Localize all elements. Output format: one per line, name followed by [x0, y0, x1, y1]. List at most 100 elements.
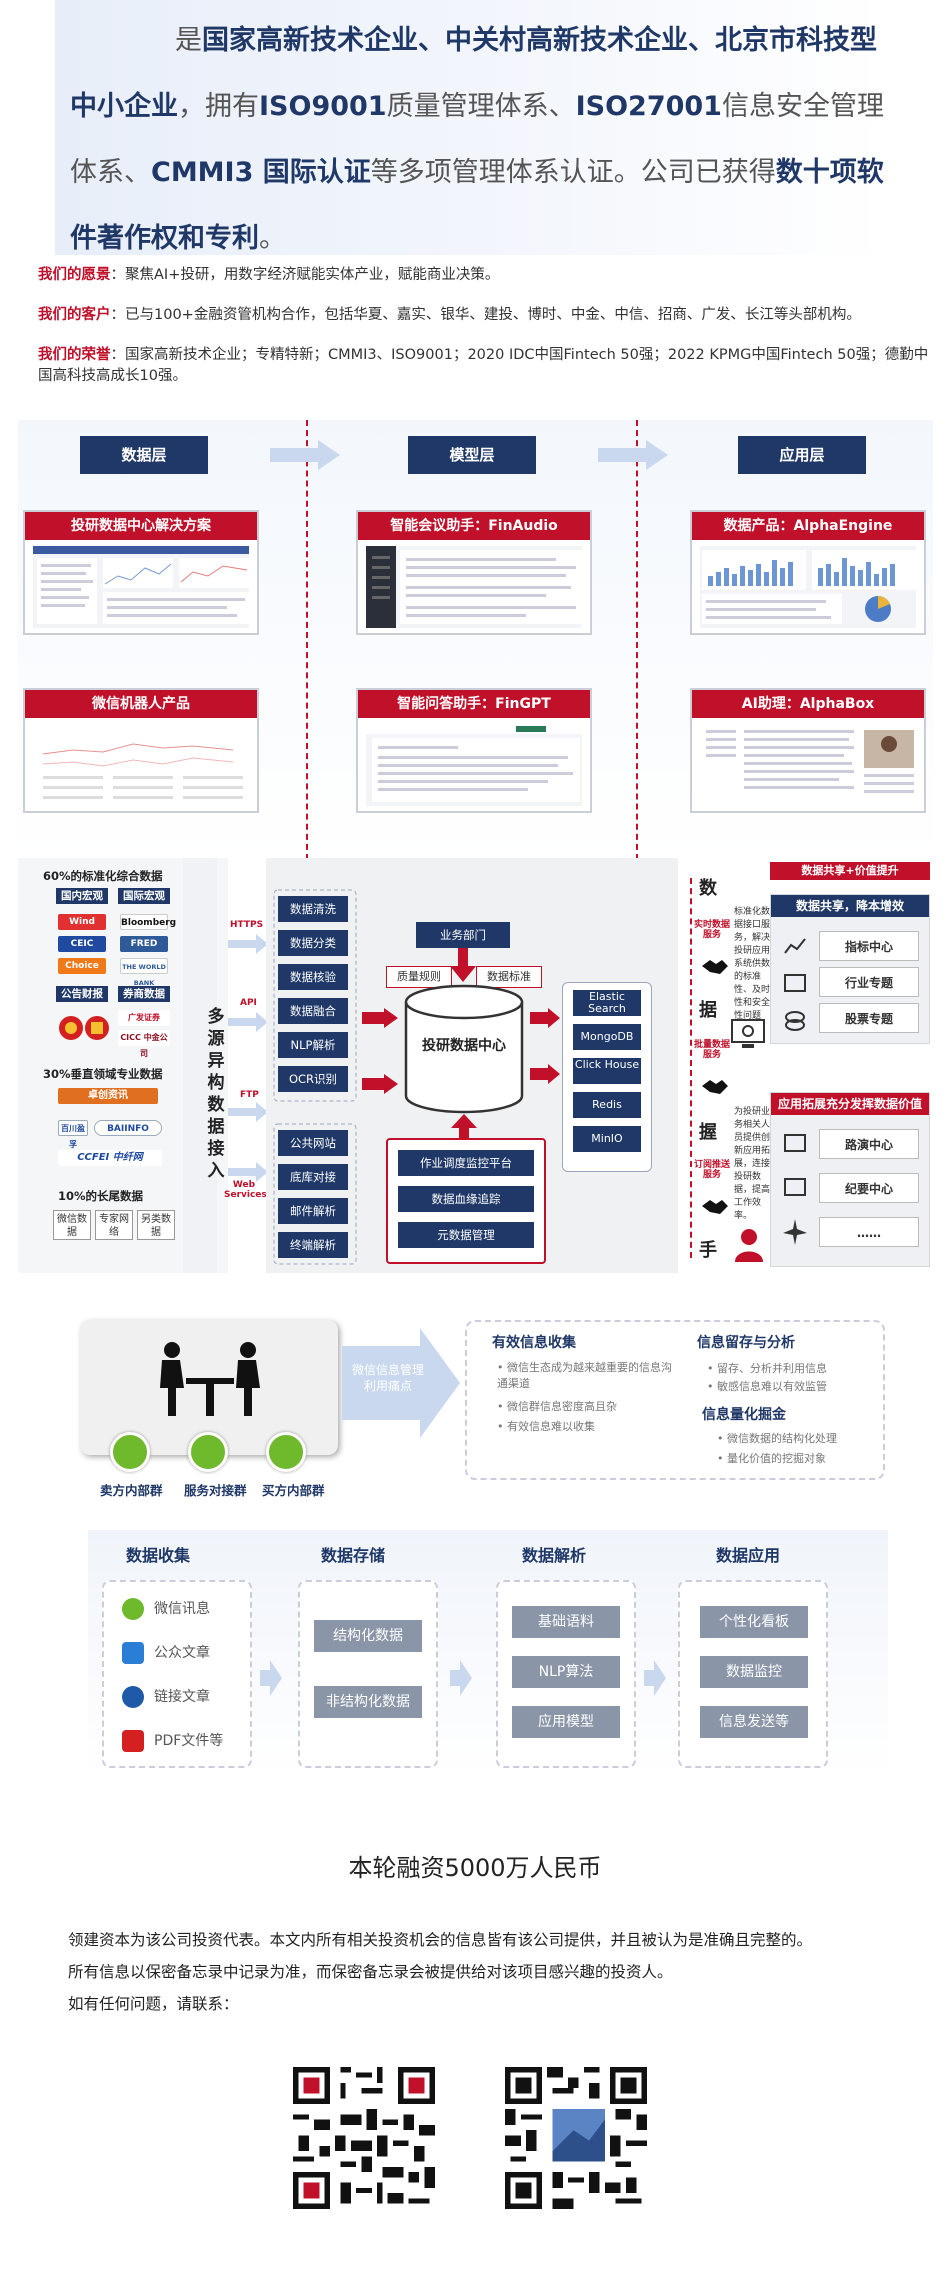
pain-text: 微信数据的结构化处理	[727, 1432, 837, 1445]
intro-text: ，拥有	[178, 91, 259, 122]
proc-classification: 数据分类	[278, 930, 348, 956]
product-layers: 数据层 模型层 应用层 投研数据中心解决方案 智能会议助手：FinAudio 数…	[18, 420, 933, 860]
divider	[636, 420, 638, 860]
card-title: 投研数据中心解决方案	[25, 512, 257, 540]
pain-item: • 微信群信息密度高且杂	[497, 1400, 617, 1413]
handshake-char: 据	[699, 1000, 717, 1021]
cicc-logo: CICC 中金公司	[118, 1030, 170, 1058]
flow-head-store: 数据存储	[320, 1546, 385, 1565]
db-mongodb: MongoDB	[573, 1024, 641, 1050]
wechat-pain-points: 卖方内部群 服务对接群 买方内部群 微信信息管理利用痛点 有效信息收集 • 微信…	[80, 1320, 885, 1498]
intro-highlight: ISO27001	[575, 91, 722, 122]
arrow-up-icon	[451, 1114, 477, 1138]
card-title: 微信机器人产品	[25, 690, 257, 718]
wechat-icon	[122, 1598, 144, 1620]
buyer-group-label: 买方内部群	[262, 1483, 325, 1498]
protocol-https: HTTPS	[230, 920, 264, 930]
standard-data-title: 60%的标准化综合数据	[43, 869, 163, 883]
custom-dashboard: 个性化看板	[700, 1606, 808, 1638]
contact-line: 如有任何问题，请联系：	[68, 1995, 239, 2013]
data-standards: 数据标准	[476, 966, 542, 988]
pain-item: • 微信生态成为越来越重要的信息沟通渠道	[497, 1361, 672, 1390]
database-cylinder-icon	[404, 984, 524, 1114]
application-box-title: 应用拓展充分发挥数据价值	[771, 1093, 929, 1115]
vertical-data-title: 30%垂直领域专业数据	[43, 1067, 163, 1081]
proc-fusion: 数据融合	[278, 998, 348, 1024]
world-bank-logo: THE WORLD BANK	[120, 958, 168, 987]
proc-db-connect: 底库对接	[278, 1164, 348, 1190]
sharing-box-title: 数据共享，降本增效	[771, 895, 929, 917]
processing-panel: 数据清洗 数据分类 数据核验 数据融合 NLP解析 OCR识别 公共网站 底库对…	[266, 858, 678, 1273]
data-architecture: 60%的标准化综合数据 国内宏观 国际宏观 Wind CEIC Choice B…	[18, 858, 933, 1273]
structured-data: 结构化数据	[314, 1620, 422, 1652]
meeting-assistant-screenshot	[366, 546, 582, 628]
nlp-algorithms: NLP算法	[512, 1656, 620, 1688]
protocol-api: API	[240, 998, 257, 1008]
data-monitoring: 数据监控	[700, 1656, 808, 1688]
disclaimer-line: 所有信息以保密备忘录中记录为准，而保密备忘录会被提供给对该项目感兴趣的投资人。	[68, 1963, 673, 1981]
intro-highlight: 国家高新技术企业、中关村高新技术企业、北京市科技型中小企业	[70, 25, 877, 122]
source-label: 微信讯息	[154, 1601, 210, 1617]
source-link: 链接文章	[122, 1682, 210, 1712]
bloomberg-logo: Bloomberg	[120, 914, 176, 930]
pain-heading: 信息量化掘金	[702, 1407, 786, 1423]
db-elasticsearch: Elastic Search	[573, 990, 641, 1016]
value-banner: 数据共享+价值提升	[770, 862, 930, 880]
minutes-center: 纪要中心	[819, 1173, 919, 1203]
sharing-description: 标准化数据接口服务，解决投研应用系统供数的标准性、及时性和安全性问题	[734, 907, 771, 1021]
handshake-icon	[702, 1080, 728, 1094]
multi-source-label: 多源异构数据接入	[207, 1007, 225, 1181]
card-title: 智能问答助手：FinGPT	[358, 690, 590, 718]
industry-topics: 行业专题	[819, 967, 919, 997]
pain-text: 量化价值的挖掘对象	[727, 1452, 826, 1465]
store-box: 结构化数据 非结构化数据	[298, 1580, 438, 1768]
source-label: PDF文件等	[154, 1733, 224, 1749]
protocol-ftp: FTP	[240, 1090, 259, 1100]
handshake-char: 数	[699, 878, 717, 899]
category-domestic-macro: 国内宏观	[56, 888, 108, 904]
source-pdf: PDF文件等	[122, 1726, 223, 1756]
ops-scheduling: 作业调度监控平台	[398, 1150, 534, 1176]
arrow-right-icon	[530, 1008, 560, 1084]
pain-text: 微信生态成为越来越重要的信息沟通渠道	[497, 1361, 672, 1390]
application-box: 应用拓展充分发挥数据价值 路演中心 纪要中心 ……	[770, 1092, 930, 1267]
arrow-down-icon	[450, 948, 476, 982]
baiinfo-logo: BAIINFO	[94, 1120, 162, 1136]
info-key: 我们的客户	[38, 307, 111, 323]
intro-highlight: CMMI3 国际认证	[151, 157, 371, 188]
meeting-illustration	[80, 1320, 338, 1472]
proc-public-sites: 公共网站	[278, 1130, 348, 1156]
qr-code-right[interactable]	[500, 2062, 652, 2214]
ceic-logo: CEIC	[58, 936, 106, 952]
arrow-right-icon	[362, 1008, 398, 1094]
card-finaudio: 智能会议助手：FinAudio	[356, 510, 592, 635]
ops-lineage: 数据血缘追踪	[398, 1186, 534, 1212]
meeting-icon	[160, 1342, 260, 1416]
intro-paragraph: 是国家高新技术企业、中关村高新技术企业、北京市科技型中小企业，拥有ISO9001…	[70, 8, 890, 272]
batch-service-label: 批量数据服务	[694, 1040, 731, 1060]
category-public-reports: 公告财报	[56, 986, 108, 1002]
exchange-emblems-icon	[59, 1016, 109, 1040]
proc-terminal-parse: 终端解析	[278, 1232, 348, 1258]
proc-cleaning: 数据清洗	[278, 896, 348, 922]
subscription-service-label: 订阅推送服务	[694, 1160, 731, 1180]
apply-box: 个性化看板 数据监控 信息发送等	[678, 1580, 828, 1768]
data-product-screenshot	[700, 546, 916, 628]
business-dept: 业务部门	[416, 922, 510, 948]
card-title: AI助理：AlphaBox	[692, 690, 924, 718]
db-minio: MinIO	[573, 1126, 641, 1152]
info-text: ：聚焦AI+投研，用数字经济赋能实体产业，赋能商业决策。	[110, 267, 500, 283]
expert-network-tag: 专家网络	[95, 1210, 133, 1240]
pain-details-box: 有效信息收集 • 微信生态成为越来越重要的信息沟通渠道 • 微信群信息密度高且杂…	[465, 1320, 885, 1480]
card-title: 智能会议助手：FinAudio	[358, 512, 590, 540]
ccfei-logo: CCFEI 中纤网	[58, 1150, 162, 1166]
qr-code-left[interactable]	[288, 2062, 440, 2214]
info-key: 我们的荣誉	[38, 347, 111, 363]
funding-title: 本轮融资5000万人民币	[348, 1854, 602, 1882]
baichuan-logo: 百川盈孚	[58, 1120, 88, 1149]
arrow-right-icon	[260, 1660, 282, 1696]
flow-head-collect: 数据收集	[125, 1546, 190, 1565]
card-alphaengine: 数据产品：AlphaEngine	[690, 510, 926, 635]
info-key: 我们的愿景	[38, 267, 111, 283]
